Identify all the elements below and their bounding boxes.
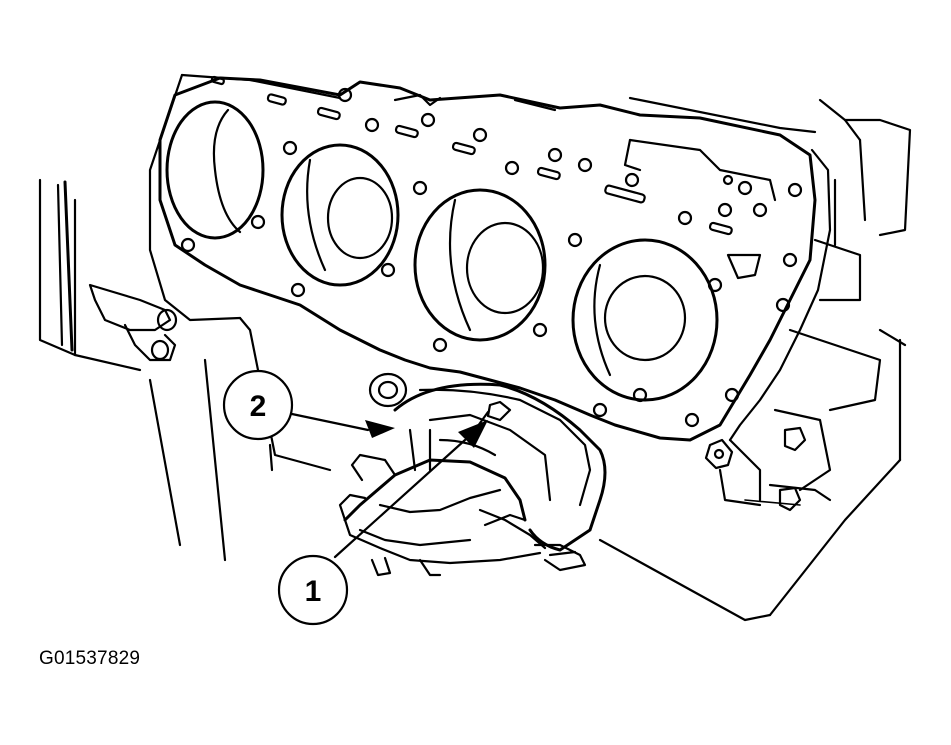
engine-block-outline bbox=[148, 73, 912, 622]
left-bracket-panel bbox=[38, 178, 227, 562]
cylinder-bores bbox=[165, 100, 719, 402]
gasket-holes bbox=[180, 87, 803, 428]
callout-1-label: 1 bbox=[305, 575, 322, 608]
left-mount-bolt bbox=[88, 283, 178, 362]
figure-id: G01537829 bbox=[39, 648, 141, 669]
callout-1: 1 bbox=[277, 554, 349, 626]
head-gasket bbox=[158, 76, 832, 442]
arrow-1-head bbox=[458, 420, 488, 448]
front-bolts bbox=[704, 426, 807, 512]
callout-2-label: 2 bbox=[250, 390, 267, 423]
callout-leaders bbox=[290, 412, 488, 559]
oil-pump-housing bbox=[338, 372, 607, 577]
block-right-details bbox=[718, 178, 882, 507]
arrow-2-head bbox=[365, 420, 395, 438]
gasket-slots bbox=[210, 75, 777, 280]
callout-2: 2 bbox=[222, 369, 294, 441]
